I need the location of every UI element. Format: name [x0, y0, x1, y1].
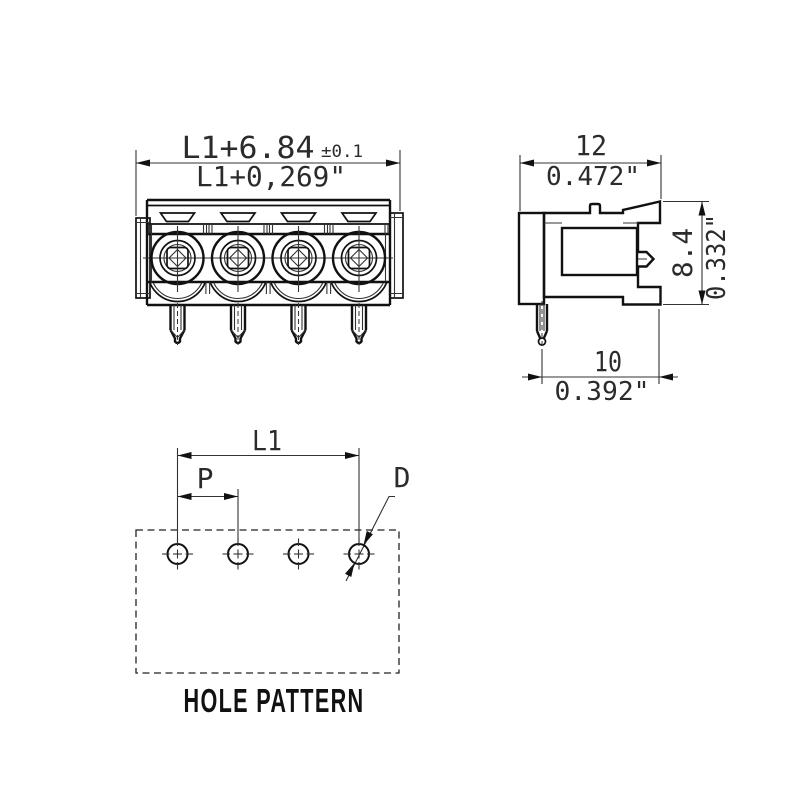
hole-pattern-span-dimension: L1 — [177, 424, 359, 459]
side-view-pin-offset-dimension: 10 0.392" — [522, 309, 678, 407]
side-pin-offset-inch: 0.392" — [555, 377, 650, 407]
side-depth-inch: 0.472" — [546, 162, 640, 192]
side-view-pin — [535, 301, 549, 348]
front-view-width-dimension: L1+6.84 ±0.1 L1+0,269" — [135, 131, 401, 216]
front-width-tolerance: ±0.1 — [321, 142, 363, 162]
front-view: L1+6.84 ±0.1 L1+0,269" — [135, 131, 404, 347]
front-width-inch: L1+0,269" — [196, 160, 346, 193]
front-width-mm: L1+6.84 — [182, 131, 315, 166]
pcb-outline — [135, 529, 400, 674]
front-view-right-flange — [389, 212, 404, 299]
side-height-mm: 8.4 — [668, 228, 699, 278]
hole-pitch-label: P — [197, 462, 214, 495]
front-view-left-flange — [135, 217, 151, 299]
hole-pattern-caption: HOLE PATTERN — [184, 682, 365, 719]
hole-pattern-diameter-callout: D — [345, 461, 411, 582]
side-pin-offset-mm: 10 — [594, 345, 622, 378]
hole-pattern-pitch-dimension: P — [177, 462, 238, 500]
hole-pattern-view: L1 P D HOLE PATTERN — [135, 424, 411, 719]
hole-diameter-label: D — [394, 461, 411, 494]
front-view-housing — [143, 198, 393, 307]
hole-span-label: L1 — [252, 424, 282, 457]
side-view-depth-dimension: 12 0.472" — [519, 129, 662, 211]
side-view-height-dimension: 8.4 0.332" — [663, 200, 732, 306]
side-depth-mm: 12 — [575, 129, 607, 162]
side-height-inch: 0.332" — [702, 214, 732, 300]
side-view: 12 0.472" 8.4 0.332" — [517, 129, 732, 407]
side-view-body — [517, 199, 662, 306]
